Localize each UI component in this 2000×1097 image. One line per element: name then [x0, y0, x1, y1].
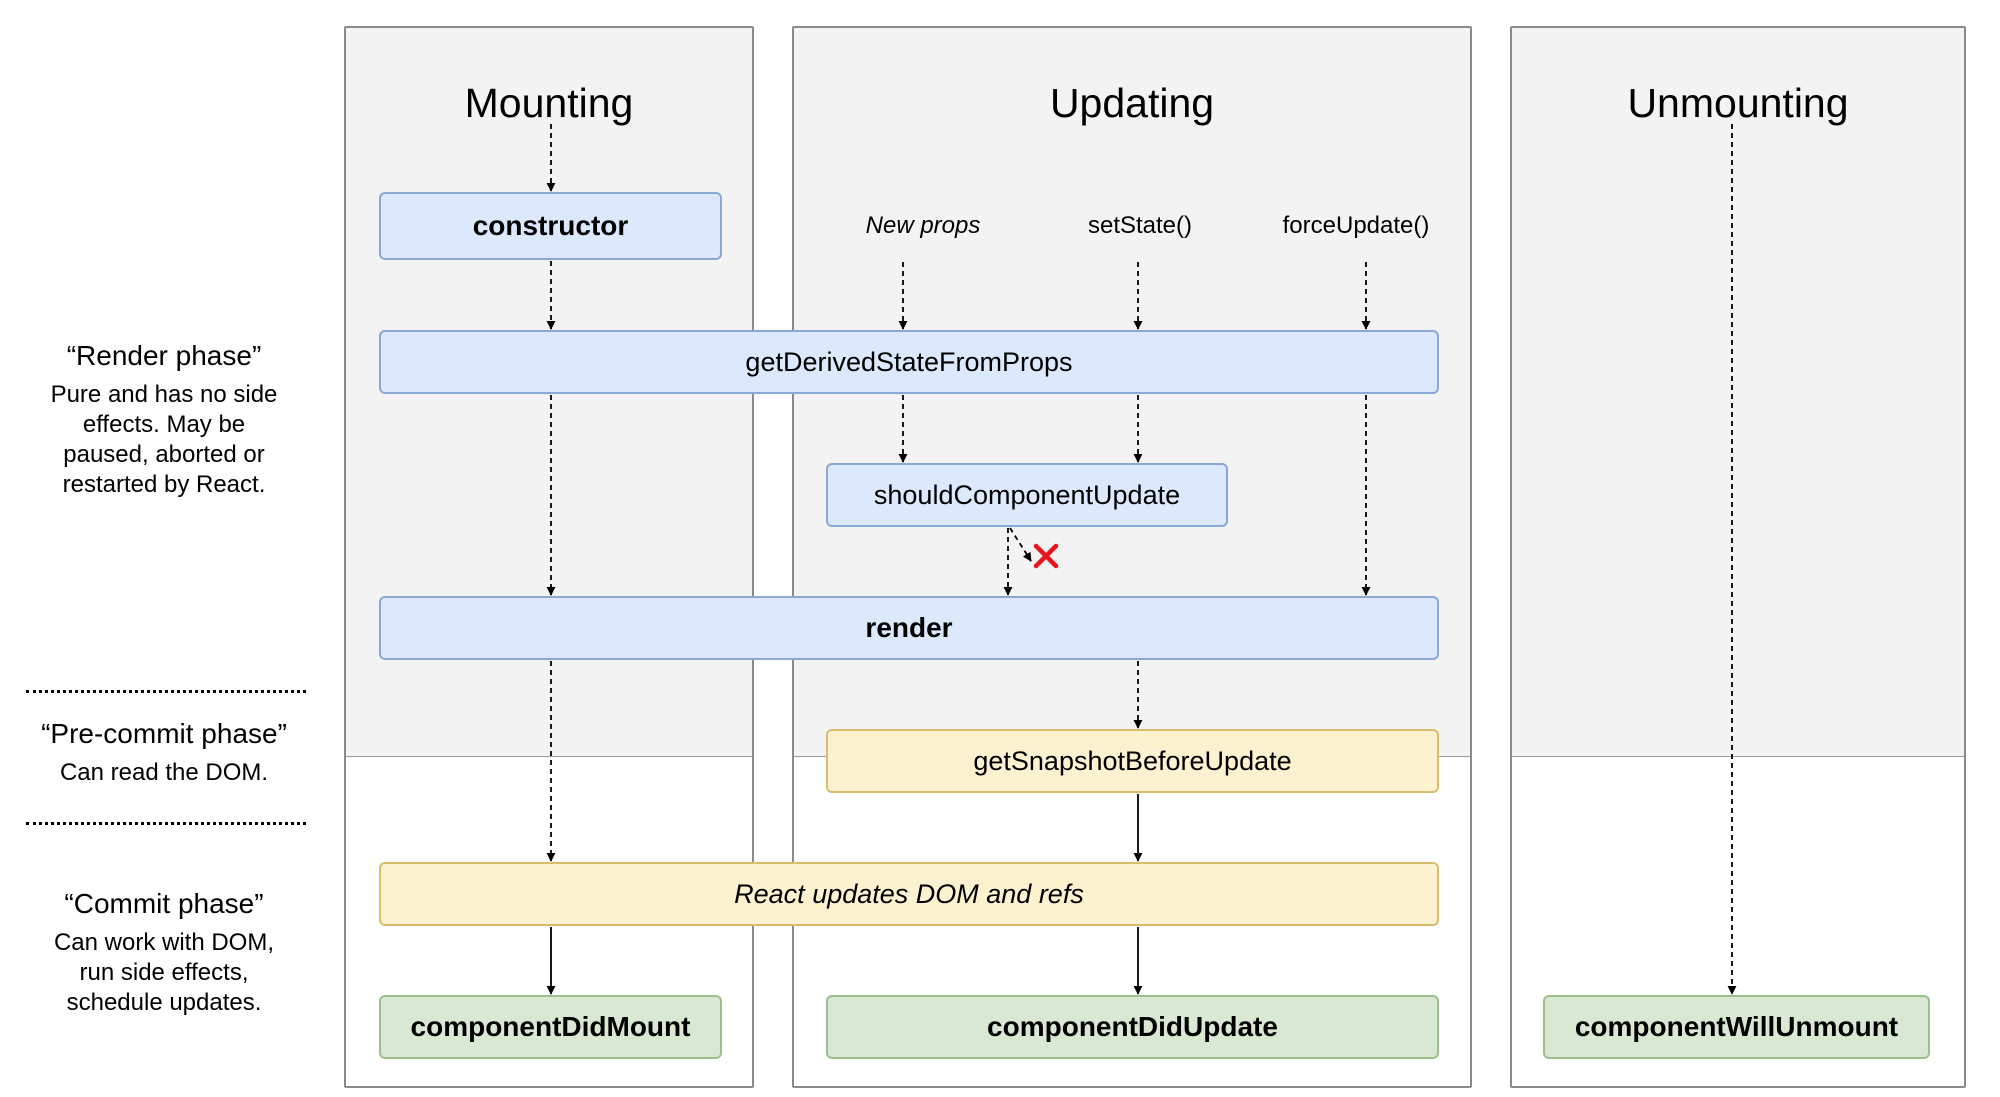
phase-divider — [1512, 756, 1964, 757]
pre-commit-phase-title: “Pre-commit phase” — [41, 718, 287, 749]
mounting-title: Mounting — [464, 80, 634, 126]
commit-phase-line: Can work with DOM, — [53, 929, 275, 956]
render-phase-line: restarted by React. — [62, 471, 266, 498]
unmounting-title: Unmounting — [1627, 80, 1849, 126]
updating-column: Updating — [792, 26, 1472, 1088]
get-derived-state-from-props-node: getDerivedStateFromProps — [379, 330, 1439, 394]
commit-phase-label: “Commit phase” Can work with DOM, run si… — [14, 888, 314, 1018]
commit-phase-description: Can work with DOM, run side effects, sch… — [14, 928, 314, 1018]
render-phase-line: paused, aborted or — [63, 441, 265, 468]
commit-phase-line: run side effects, — [79, 959, 249, 986]
render-phase-title: “Render phase” — [66, 340, 262, 371]
mounting-column: Mounting — [344, 26, 754, 1088]
pre-commit-phase-label: “Pre-commit phase” Can read the DOM. — [14, 718, 314, 788]
render-node: render — [379, 596, 1439, 660]
trigger-force-update: forceUpdate() — [1282, 212, 1430, 239]
commit-phase-line: schedule updates. — [66, 989, 262, 1016]
phase-separator — [26, 822, 306, 825]
pre-commit-phase-line: Can read the DOM. — [59, 759, 269, 786]
render-phase-description: Pure and has no side effects. May be pau… — [14, 380, 314, 500]
updating-title: Updating — [1049, 80, 1215, 126]
phase-divider — [346, 756, 752, 757]
render-phase-line: Pure and has no side — [50, 381, 278, 408]
should-component-update-node: shouldComponentUpdate — [826, 463, 1228, 527]
phase-separator — [26, 690, 306, 693]
commit-phase-title: “Commit phase” — [64, 888, 264, 919]
unmounting-column: Unmounting — [1510, 26, 1966, 1088]
constructor-node: constructor — [379, 192, 722, 260]
component-will-unmount-node: componentWillUnmount — [1543, 995, 1930, 1059]
pre-commit-phase-description: Can read the DOM. — [14, 758, 314, 788]
render-phase-line: effects. May be — [82, 411, 246, 438]
trigger-set-state: setState() — [1087, 212, 1193, 239]
trigger-new-props: New props — [865, 212, 981, 239]
react-updates-dom-node: React updates DOM and refs — [379, 862, 1439, 926]
get-snapshot-before-update-node: getSnapshotBeforeUpdate — [826, 729, 1439, 793]
component-did-update-node: componentDidUpdate — [826, 995, 1439, 1059]
component-did-mount-node: componentDidMount — [379, 995, 722, 1059]
render-phase-label: “Render phase” Pure and has no side effe… — [14, 340, 314, 500]
